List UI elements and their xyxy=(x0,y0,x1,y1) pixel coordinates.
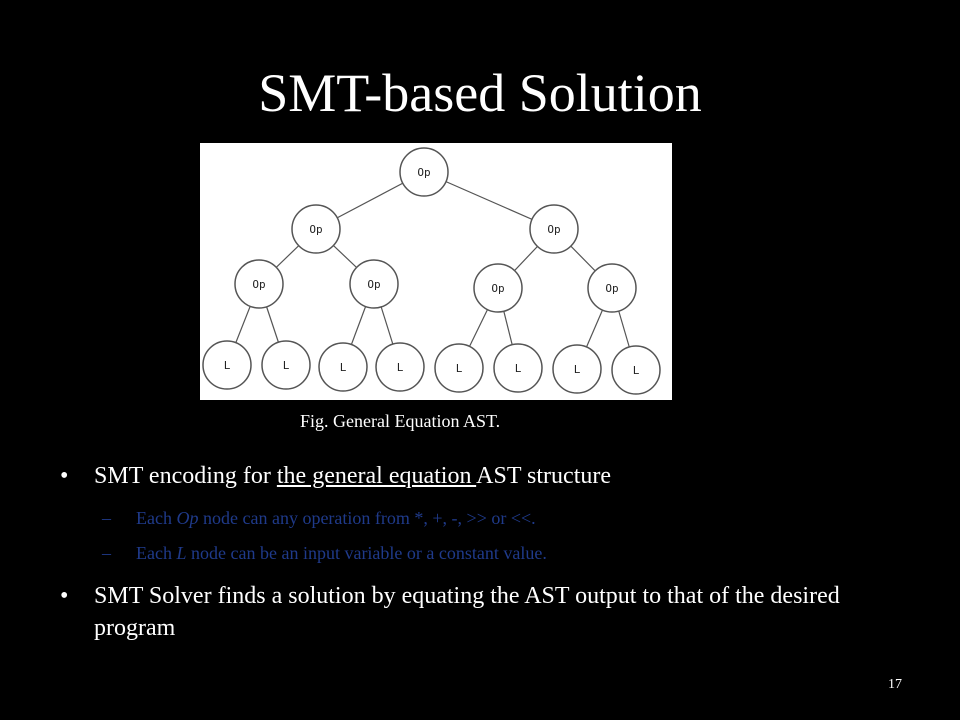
ast-figure: Op Op Op Op Op Op Op L L L L L L L L xyxy=(200,143,672,400)
ast-tree-diagram: Op Op Op Op Op Op Op L L L L L L L L xyxy=(202,147,661,395)
op-label-l1: Op xyxy=(309,223,322,236)
bullet-text-post: AST structure xyxy=(476,463,612,489)
slide-title: SMT-based Solution xyxy=(258,63,702,123)
op-label-rr: Op xyxy=(605,282,618,295)
op-node-ll xyxy=(234,259,284,309)
op-node-root xyxy=(399,147,449,197)
op-node-lr xyxy=(349,259,399,309)
leaf-label-5: L xyxy=(456,362,463,375)
op-label-rl: Op xyxy=(491,282,504,295)
sub-text-em: Op xyxy=(176,508,199,528)
leaf-label-4: L xyxy=(397,361,404,374)
leaf-node-4 xyxy=(375,342,425,392)
sub-text-post: node can any operation from *, +, -, >> … xyxy=(198,508,536,528)
op-node-r1 xyxy=(529,204,579,254)
op-label-ll: Op xyxy=(252,278,265,291)
sub-bullet-text: Each L node can be an input variable or … xyxy=(136,540,547,566)
figure-caption: Fig. General Equation AST. xyxy=(300,411,501,431)
dash-icon: – xyxy=(102,543,111,563)
leaf-node-6 xyxy=(493,343,543,393)
leaf-label-3: L xyxy=(340,361,347,374)
slide-number: 17 xyxy=(888,677,902,692)
bullet-dot-icon: • xyxy=(60,463,69,489)
leaf-label-8: L xyxy=(633,364,640,377)
leaf-node-7 xyxy=(552,344,602,394)
op-label-lr: Op xyxy=(367,278,380,291)
bullet-text-pre: SMT encoding for xyxy=(94,463,277,489)
sub-text-pre: Each xyxy=(136,508,177,528)
dash-icon: – xyxy=(102,508,111,528)
leaf-label-7: L xyxy=(574,363,581,376)
leaf-node-2 xyxy=(261,340,311,390)
leaf-node-1 xyxy=(202,340,252,390)
bullet-text: SMT encoding for the general equation AS… xyxy=(94,458,611,494)
bullet-text: SMT Solver finds a solution by equating … xyxy=(94,583,840,641)
leaf-node-5 xyxy=(434,343,484,393)
op-node-rl xyxy=(473,263,523,313)
op-label-r1: Op xyxy=(547,223,560,236)
sub-text-post: node can be an input variable or a const… xyxy=(186,543,547,563)
bullet-text-underlined: the general equation xyxy=(276,463,477,489)
leaf-label-2: L xyxy=(283,359,290,372)
op-label-root: Op xyxy=(417,166,430,179)
sub-bullet-text: Each Op node can any operation from *, +… xyxy=(136,505,536,531)
leaf-label-1: L xyxy=(224,359,231,372)
leaf-node-3 xyxy=(318,342,368,392)
op-node-rr xyxy=(587,263,637,313)
leaf-node-8 xyxy=(611,345,661,395)
sub-text-em: L xyxy=(176,543,187,563)
bullet-dot-icon: • xyxy=(60,583,69,609)
op-node-l1 xyxy=(291,204,341,254)
leaf-label-6: L xyxy=(515,362,522,375)
sub-text-pre: Each xyxy=(136,543,177,563)
